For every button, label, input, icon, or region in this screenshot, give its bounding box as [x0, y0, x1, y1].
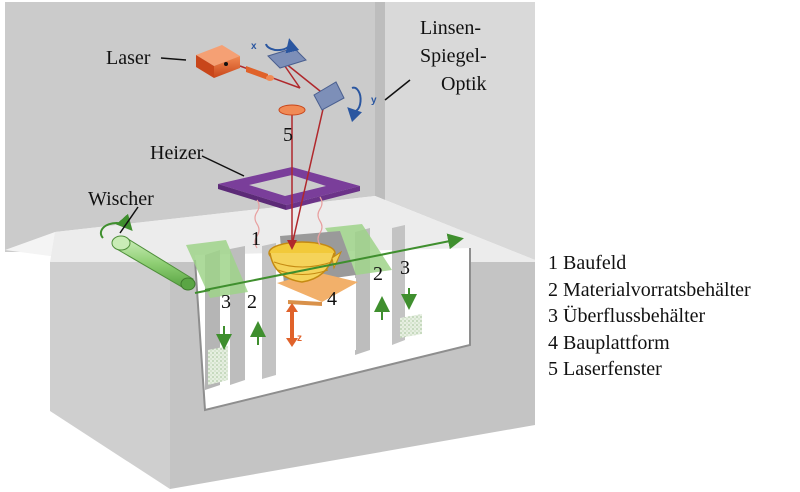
- marker-right-supply: 2: [373, 263, 383, 285]
- label-wiper: Wischer: [88, 188, 154, 210]
- scan-mirrors: [265, 38, 363, 123]
- laser-window: [278, 104, 306, 116]
- marker-window: 5: [283, 124, 293, 146]
- label-heater: Heizer: [150, 142, 204, 164]
- legend-item: 4 Bauplattform: [548, 331, 670, 354]
- legend-item: 2 Materialvorratsbehälter: [548, 278, 751, 301]
- legend-item: 3 Überflussbehälter: [548, 305, 706, 327]
- label-optics-line1: Linsen-: [420, 17, 482, 39]
- marker-field: 1: [251, 228, 261, 250]
- z-axis-arrow: [286, 303, 298, 347]
- axis-label-y: y: [371, 95, 377, 106]
- laser-source: [196, 45, 274, 81]
- marker-platform: 4: [327, 288, 337, 310]
- axis-label-x: x: [251, 41, 257, 52]
- leader-lines: [119, 57, 411, 234]
- marker-left-overflow: 3: [221, 291, 231, 313]
- label-laser: Laser: [106, 47, 151, 69]
- marker-right-overflow: 3: [400, 257, 410, 279]
- legend-item: 5 Laserfenster: [548, 358, 662, 380]
- label-optics-line3: Optik: [441, 73, 487, 95]
- wiper-roller: [100, 213, 464, 294]
- legend-item: 1 Baufeld: [548, 252, 627, 274]
- marker-left-supply: 2: [247, 291, 257, 313]
- legend: 1 Baufeld 2 Materialvorratsbehälter 3 Üb…: [548, 250, 751, 383]
- powder-level-arrows: [216, 288, 417, 350]
- label-optics-line2: Spiegel-: [420, 45, 487, 67]
- axis-label-z: z: [297, 333, 302, 344]
